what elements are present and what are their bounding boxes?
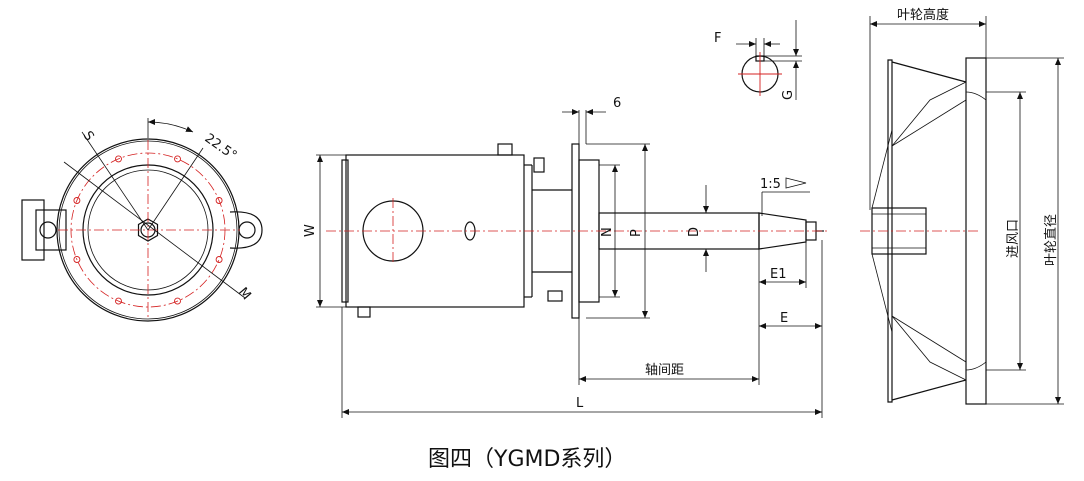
label-L: L [576, 396, 584, 411]
label-G: G [781, 90, 796, 100]
bolt-hole [174, 297, 181, 305]
bolt-hole [73, 197, 81, 204]
side-view: W 6 N P D 1:5 E1 E 轴间距 [303, 96, 830, 418]
label-E1: E1 [770, 267, 787, 282]
bolt-hole [115, 155, 122, 163]
label-N: N [600, 227, 615, 237]
bolt-hole [215, 197, 223, 204]
angle-dimension-arc [147, 119, 194, 133]
label-flange-thickness: 6 [613, 96, 621, 111]
label-D: D [687, 227, 702, 237]
label-P: P [629, 229, 644, 237]
front-view: S 22.5° M [21, 118, 263, 322]
impeller-hub [871, 207, 927, 255]
label-axis-distance: 轴间距 [645, 363, 684, 378]
leader-M [63, 161, 246, 299]
left-mount-ear [21, 199, 45, 261]
bolt-hole [73, 256, 81, 263]
impeller-back-plate [887, 59, 893, 403]
top-bolt [497, 143, 513, 156]
figure-caption: 图四（YGMD系列） [428, 447, 626, 472]
impeller-view: 叶轮高度 进风口 叶轮直径 [860, 7, 1064, 405]
label-angle: 22.5° [202, 131, 240, 164]
bolt-holes [73, 155, 223, 305]
label-E: E [780, 311, 788, 326]
hub-hex-nut [137, 218, 159, 242]
right-mount-lug [229, 211, 263, 249]
taper-symbol [785, 177, 807, 189]
label-impeller-height: 叶轮高度 [897, 7, 949, 23]
label-W: W [303, 224, 318, 237]
bolt-hole [174, 155, 181, 163]
bolt-hole [115, 297, 122, 305]
impeller-inlet-ring [965, 57, 987, 405]
label-F: F [714, 31, 721, 46]
label-inlet: 进风口 [1006, 219, 1021, 258]
label-impeller-diameter: 叶轮直径 [1044, 214, 1059, 266]
bottom-bolt [357, 306, 371, 318]
right-mount-hole [238, 221, 256, 239]
leader-S [81, 131, 149, 231]
label-taper: 1:5 [760, 177, 781, 192]
left-mount-hole [39, 221, 57, 239]
keyway-detail: F G [714, 20, 802, 100]
bolt-hole [215, 256, 223, 263]
label-M: M [235, 285, 254, 303]
